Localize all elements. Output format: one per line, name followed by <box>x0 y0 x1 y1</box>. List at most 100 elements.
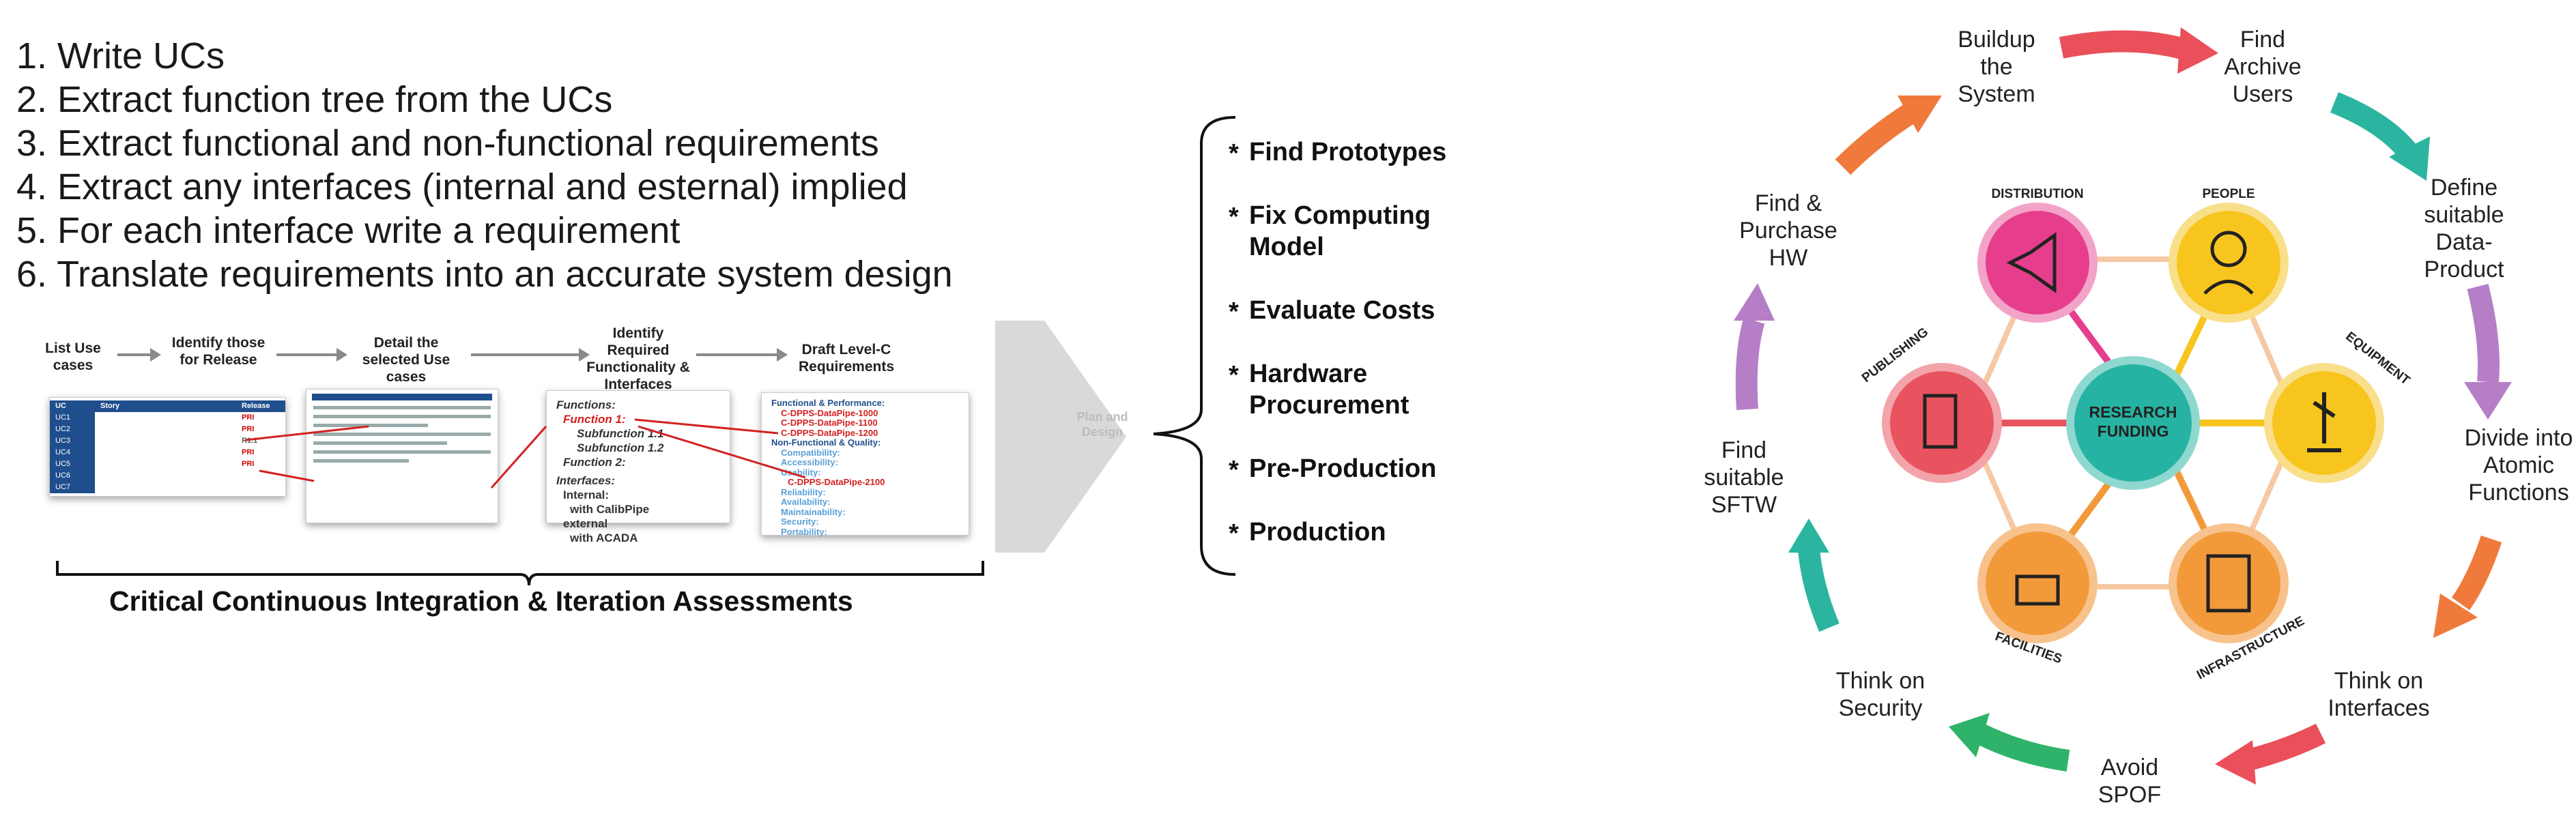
flow-arrow <box>117 348 161 362</box>
uc-id: UC3 <box>50 435 95 447</box>
cycle-arrowhead-purple <box>2464 382 2512 420</box>
uc-release: PRI <box>242 460 255 468</box>
cycle-step-buildup: Buildup the System <box>1945 26 2048 108</box>
step-item: 5. For each interface write a requiremen… <box>16 210 681 251</box>
req-item: C-DPPS-DataPipe-2100 <box>788 477 885 487</box>
doc-text-line <box>313 459 409 463</box>
link-arrow <box>245 425 369 441</box>
hub-research-funding: RESEARCH FUNDING <box>2066 356 2200 490</box>
req-item: Security: <box>781 516 819 527</box>
workflow-item: Evaluate Costs <box>1229 295 1474 327</box>
doc-text-line <box>313 433 491 436</box>
integration-assessments-label: Critical Continuous Integration & Iterat… <box>109 585 853 617</box>
cycle-arrowhead-orange <box>2433 594 2478 638</box>
building-icon <box>2206 554 2251 613</box>
node-facilities: FACILITIES <box>1977 523 2098 667</box>
step-item: 4. Extract any interfaces (internal and … <box>16 166 908 207</box>
req-item: Availability: <box>781 497 831 507</box>
flow-label-identify-release: Identify those for Release <box>171 335 266 368</box>
uc-header-cell: Release <box>242 402 270 410</box>
workflow-item: Production <box>1229 516 1474 549</box>
cycle-step-text: Find & Purchase HW <box>1739 190 1837 271</box>
cycle-step-text: Buildup the System <box>1958 27 2035 107</box>
doc-text-line <box>313 441 447 445</box>
steps-list: 1. Write UCs 2. Extract function tree fr… <box>16 34 953 296</box>
function-item: Function 2: <box>563 456 626 469</box>
workflow-item-text: Fix Computing Model <box>1249 201 1431 261</box>
interface-item: Internal: <box>563 488 610 501</box>
right-brace <box>1153 116 1236 576</box>
req-heading: Functional & Performance: <box>771 398 885 408</box>
interface-item: with ACADA <box>570 531 638 544</box>
doc-text-line <box>313 406 491 409</box>
flow-label-list-use-cases: List Use cases <box>45 340 101 373</box>
flow-label-draft-requirements: Draft Level-C Requirements <box>798 342 895 375</box>
functions-heading: Functions: <box>556 398 616 411</box>
link-arrow <box>638 425 806 479</box>
cycle-step-find-archive-users: Find Archive Users <box>2212 26 2314 108</box>
flow-label-detail-use-cases: Detail the selected Use cases <box>362 335 450 385</box>
cycle-step-text: Find Archive Users <box>2224 27 2302 107</box>
uc-id: UC1 <box>50 412 95 424</box>
flow-arrow <box>696 348 788 362</box>
cycle-step-text: Define suitable Data-Product <box>2424 175 2504 282</box>
uc-id: UC2 <box>50 424 95 435</box>
cycle-arrowhead-red-2 <box>2215 740 2256 785</box>
flow-arrow <box>276 348 347 362</box>
cycle-arrowhead-orange-2 <box>1898 96 1942 133</box>
cycle-step-text: Divide into Atomic Functions <box>2464 425 2573 506</box>
doc-text-line <box>313 424 428 427</box>
req-item: Maintainability: <box>781 506 846 517</box>
bottom-brace <box>56 561 984 586</box>
uc-id: UC6 <box>50 470 95 482</box>
link-arrow <box>634 418 779 435</box>
table-row: UC2 PRI <box>50 424 285 435</box>
cycle-arrow-red <box>2059 30 2188 60</box>
node-infrastructure: INFRASTRUCTURE <box>2169 523 2307 683</box>
cycle-step-divide-functions: Divide into Atomic Functions <box>2464 424 2573 506</box>
doc-text-line <box>313 415 491 418</box>
cycle-arrowhead-teal-2 <box>1788 518 1829 553</box>
link-arrows <box>245 418 806 488</box>
cycle-arrowhead-purple-2 <box>1734 283 1775 321</box>
workflow-item-text: Hardware Procurement <box>1249 360 1409 420</box>
plan-chevron <box>995 321 1126 553</box>
link-arrow <box>259 469 315 482</box>
subfunction-item: Subfunction 1.1 <box>577 427 664 440</box>
cycle-arrow-purple <box>2467 284 2500 383</box>
node-publishing: PUBLISHING <box>1859 325 2002 483</box>
req-item: Compatibility: <box>781 447 840 458</box>
uc-header-cell: Story <box>100 402 120 410</box>
cycle-step-find-sftw: Find suitable SFTW <box>1693 437 1795 518</box>
uc-release: PRI <box>242 425 255 433</box>
req-item: Usability: <box>781 467 821 478</box>
cycle-arrow-orange <box>2451 535 2502 611</box>
doc-text-line <box>313 450 491 454</box>
cycle-arrow-orange-2 <box>1835 103 1917 175</box>
hub-label-line1: RESEARCH <box>2089 403 2177 421</box>
cycle-step-text: Avoid SPOF <box>2098 755 2162 808</box>
cycle-arrow-green <box>1974 723 2070 772</box>
cycle-step-define-data-product: Define suitable Data-Product <box>2406 174 2522 283</box>
workflow-item: Find Prototypes <box>1229 136 1474 169</box>
cycle-step-text: Find suitable SFTW <box>1704 437 1784 518</box>
req-item: Accessibility: <box>781 457 838 467</box>
cycle-arrowhead-red <box>2177 27 2218 74</box>
cycle-step-text: Think on Interfaces <box>2328 668 2430 721</box>
step-item: 3. Extract functional and non-functional… <box>16 123 879 164</box>
cycle-arrow-red-2 <box>2243 723 2326 772</box>
req-item: Portability: <box>781 526 827 537</box>
req-item: Reliability: <box>781 486 826 497</box>
req-item: C-DPPS-DataPipe-1200 <box>781 427 878 438</box>
cycle-arrowhead-teal <box>2389 136 2430 181</box>
step-item: 6. Translate requirements into an accura… <box>16 254 953 295</box>
interfaces-heading: Interfaces: <box>556 474 615 487</box>
microscope-icon <box>2307 392 2341 452</box>
workflow-list: Find Prototypes Fix Computing Model Eval… <box>1229 136 1474 580</box>
cycle-arrow-teal-2 <box>1798 548 1840 632</box>
plan-and-design-label: Plan and Design <box>1076 410 1128 439</box>
